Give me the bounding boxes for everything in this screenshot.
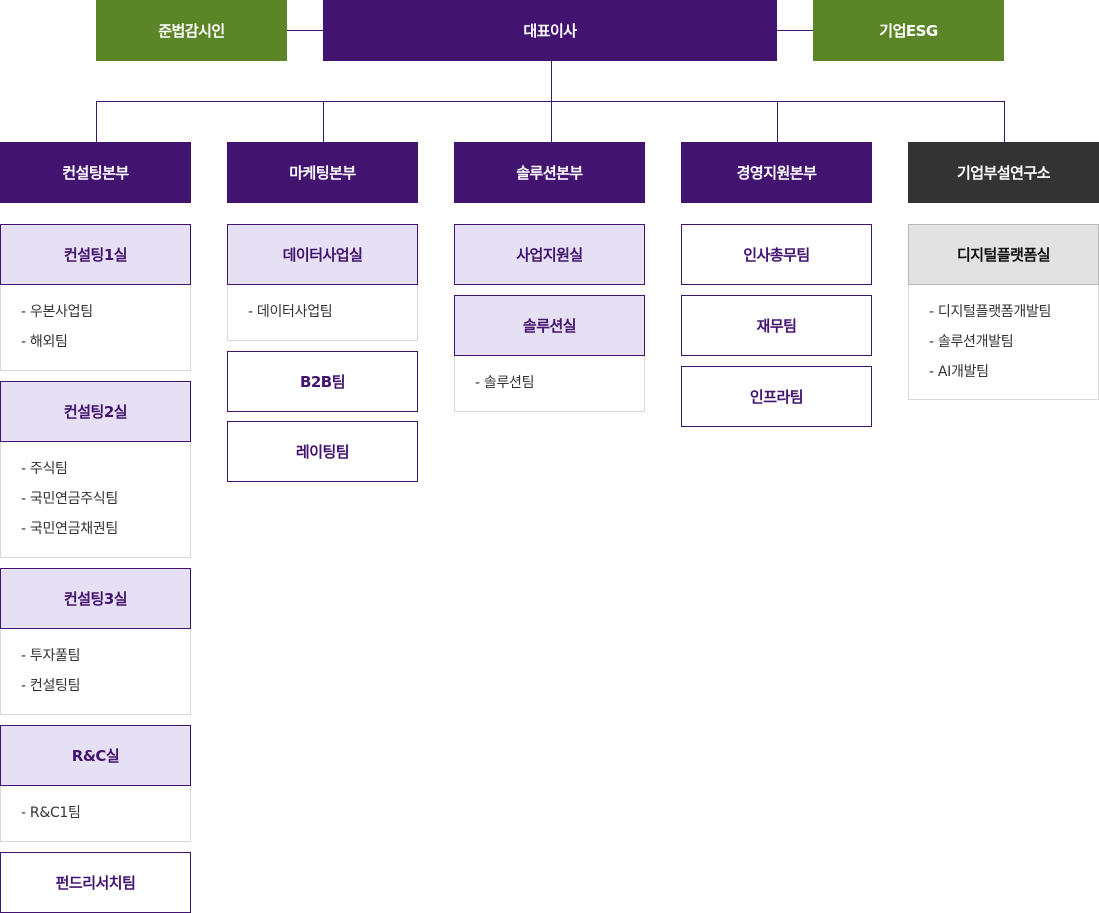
team-list-rnc: - R&C1팀 xyxy=(0,786,191,842)
team-list-consulting-3: - 투자풀팀 - 컨설팅팀 xyxy=(0,629,191,715)
team-list-consulting-1: - 우본사업팀 - 해외팀 xyxy=(0,285,191,371)
team-item: - R&C1팀 xyxy=(21,805,81,821)
team-item: - 해외팀 xyxy=(21,334,68,350)
team-hr-general-affairs: 인사총무팀 xyxy=(681,224,872,285)
division-solution: 솔루션본부 xyxy=(454,142,645,203)
team-list-solution: - 솔루션팀 xyxy=(454,356,645,412)
team-item: - 국민연금주식팀 xyxy=(21,491,118,507)
team-item: - AI개발팀 xyxy=(929,364,989,380)
division-management: 경영지원본부 xyxy=(681,142,872,203)
division-consulting: 컨설팅본부 xyxy=(0,142,191,203)
ceo-box: 대표이사 xyxy=(323,0,777,61)
team-item: - 투자풀팀 xyxy=(21,648,81,664)
team-item: - 컨설팅팀 xyxy=(21,678,81,694)
room-digital-platform: 디지털플랫폼실 xyxy=(908,224,1099,285)
connector-line-consulting xyxy=(96,101,97,142)
division-marketing: 마케팅본부 xyxy=(227,142,418,203)
connector-line-lab xyxy=(1004,101,1005,142)
team-item: - 솔루션개발팀 xyxy=(929,334,1014,350)
team-item: - 우본사업팀 xyxy=(21,304,93,320)
connector-line-right xyxy=(777,30,813,31)
room-consulting-1: 컨설팅1실 xyxy=(0,224,191,285)
division-lab: 기업부설연구소 xyxy=(908,142,1099,203)
team-fund-research: 펀드리서치팀 xyxy=(0,852,191,913)
connector-line-left xyxy=(287,30,323,31)
room-solution: 솔루션실 xyxy=(454,295,645,356)
room-consulting-3: 컨설팅3실 xyxy=(0,568,191,629)
connector-line-marketing xyxy=(323,101,324,142)
connector-line-management xyxy=(777,101,778,142)
team-list-digital-platform: - 디지털플랫폼개발팀 - 솔루션개발팀 - AI개발팀 xyxy=(908,285,1099,400)
team-item: - 솔루션팀 xyxy=(475,375,535,391)
room-consulting-2: 컨설팅2실 xyxy=(0,381,191,442)
compliance-officer-box: 준법감시인 xyxy=(96,0,287,61)
team-list-data-business: - 데이터사업팀 xyxy=(227,285,418,341)
esg-box: 기업ESG xyxy=(813,0,1004,61)
room-rnc: R&C실 xyxy=(0,725,191,786)
team-list-consulting-2: - 주식팀 - 국민연금주식팀 - 국민연금채권팀 xyxy=(0,442,191,558)
room-data-business: 데이터사업실 xyxy=(227,224,418,285)
team-infra: 인프라팀 xyxy=(681,366,872,427)
team-item: - 주식팀 xyxy=(21,461,68,477)
connector-line-horizontal xyxy=(96,101,1005,102)
team-item: - 데이터사업팀 xyxy=(248,304,333,320)
team-finance: 재무팀 xyxy=(681,295,872,356)
team-b2b: B2B팀 xyxy=(227,351,418,412)
team-item: - 디지털플랫폼개발팀 xyxy=(929,304,1052,320)
team-item: - 국민연금채권팀 xyxy=(21,521,118,537)
room-business-support: 사업지원실 xyxy=(454,224,645,285)
team-rating: 레이팅팀 xyxy=(227,421,418,482)
